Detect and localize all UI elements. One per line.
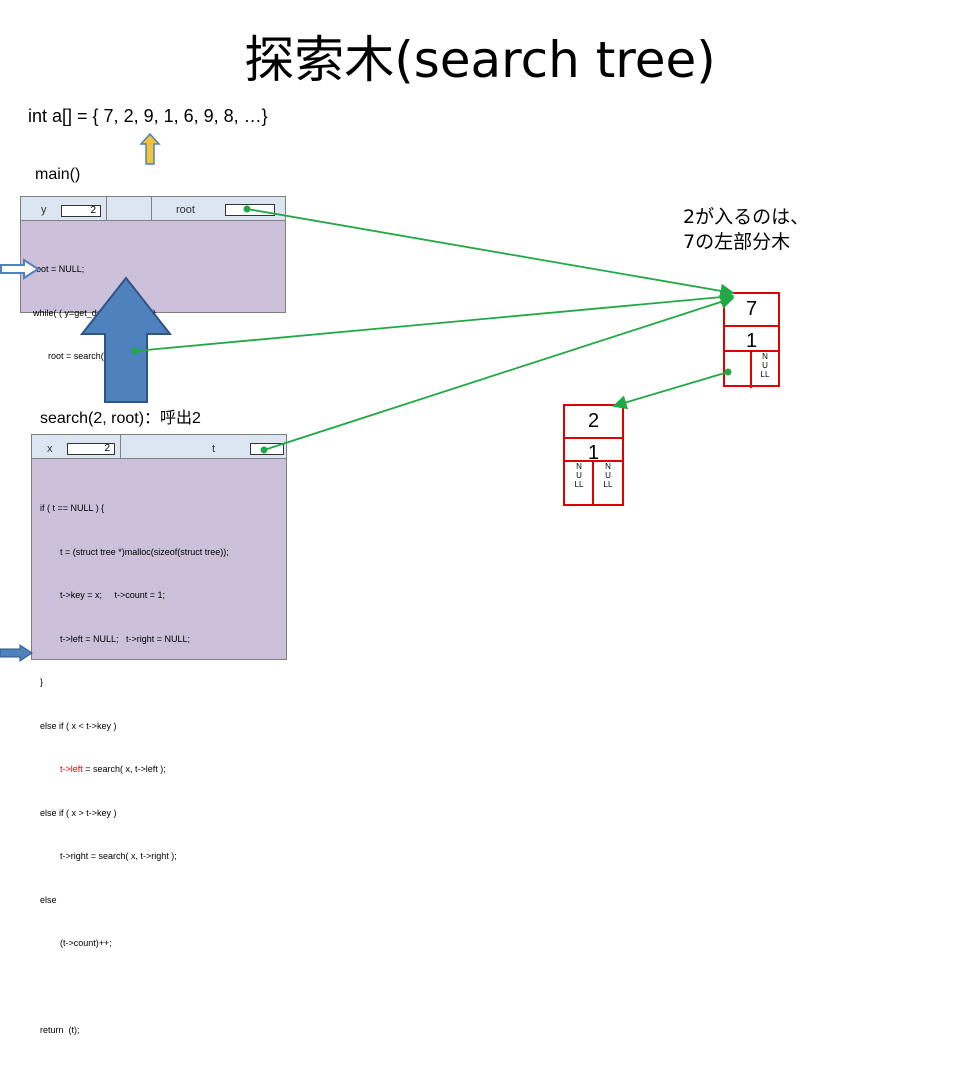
node-left-pointer: NULL xyxy=(565,460,594,504)
search-code-line: } xyxy=(40,677,44,687)
main-frame-label: main() xyxy=(35,166,81,183)
search-frame-label: search(2, root)：呼出2 xyxy=(40,410,201,427)
search-stack-frame: x 2 t if ( t == NULL ) { t = (struct tre… xyxy=(31,434,287,1035)
node-left-pointer xyxy=(725,350,752,388)
node-right-pointer: NULL xyxy=(594,460,622,504)
pointer-lines xyxy=(131,205,735,454)
t-pointer-line xyxy=(263,295,735,451)
search-code-line: else if ( x < t->key ) xyxy=(40,720,117,731)
search-code-line xyxy=(40,980,229,995)
call-return-arrow-icon xyxy=(80,276,172,403)
node-key: 7 xyxy=(725,294,778,327)
note-line: 2が入るのは、 xyxy=(683,206,810,228)
current-line-arrow-icon xyxy=(0,258,40,280)
t-pointer-origin xyxy=(260,446,268,454)
main-code-line: root = NULL; xyxy=(33,264,85,274)
var-x-value: 2 xyxy=(67,443,115,455)
array-declaration: int a[] = { 7, 2, 9, 1, 6, 9, 8, …} xyxy=(28,106,268,126)
search-code-line-highlight: t->left = search( x, t->left ); xyxy=(40,762,229,777)
node-key: 2 xyxy=(565,406,622,439)
search-code-line: t->right = search( x, t->right ); xyxy=(40,851,177,861)
node-right-pointer: NULL xyxy=(752,350,778,388)
left-pointer-highlight: t->left xyxy=(60,764,83,774)
var-y-value: 2 xyxy=(61,205,101,217)
search-code-line: t = (struct tree *)malloc(sizeof(struct … xyxy=(40,546,229,557)
search-code-line: return (t); xyxy=(40,1025,80,1035)
search-code-line: else if ( x > t->key ) xyxy=(40,807,117,818)
null-label: NULL xyxy=(760,352,770,379)
return-line-arrow-icon xyxy=(0,644,33,662)
search-code-line: else xyxy=(40,894,57,905)
var-t-label: t xyxy=(212,443,216,455)
left-child-pointer-line xyxy=(612,371,729,410)
temp-pointer-line xyxy=(134,289,735,352)
search-code-line: if ( t == NULL ) { xyxy=(40,503,105,513)
var-y-label: y xyxy=(41,204,47,216)
note-line: 7の左部分木 xyxy=(683,231,791,253)
var-root-label: root xyxy=(176,204,195,216)
root-pointer-line xyxy=(246,208,735,298)
search-code-line: t->key = x; t->count = 1; xyxy=(40,590,166,600)
left-pointer-rest: = search( x, t->left ); xyxy=(82,764,166,774)
node-count: 1 xyxy=(587,442,600,464)
main-stack-frame: y 2 root root = NULL; while( ( y=get_dat… xyxy=(20,196,286,448)
null-label: NULL xyxy=(574,462,584,489)
tree-node-2: 2 1 NULL NULL xyxy=(563,404,624,506)
temp-pointer-origin xyxy=(131,347,139,355)
node-count: 1 xyxy=(745,330,758,352)
var-x-label: x xyxy=(47,443,53,455)
root-pointer-origin xyxy=(243,205,251,213)
null-label: NULL xyxy=(603,462,613,489)
search-code-line: t->left = NULL; t->right = NULL; xyxy=(40,633,191,644)
insertion-note: 2が入るのは、 7の左部分木 xyxy=(683,205,809,255)
tree-node-7: 7 1 NULL xyxy=(723,292,780,388)
left-child-pointer-origin xyxy=(724,368,732,376)
array-pointer-arrow-icon xyxy=(139,132,161,165)
page-title: 探索木(search tree) xyxy=(244,31,716,89)
search-code-line: (t->count)++; xyxy=(40,938,112,948)
